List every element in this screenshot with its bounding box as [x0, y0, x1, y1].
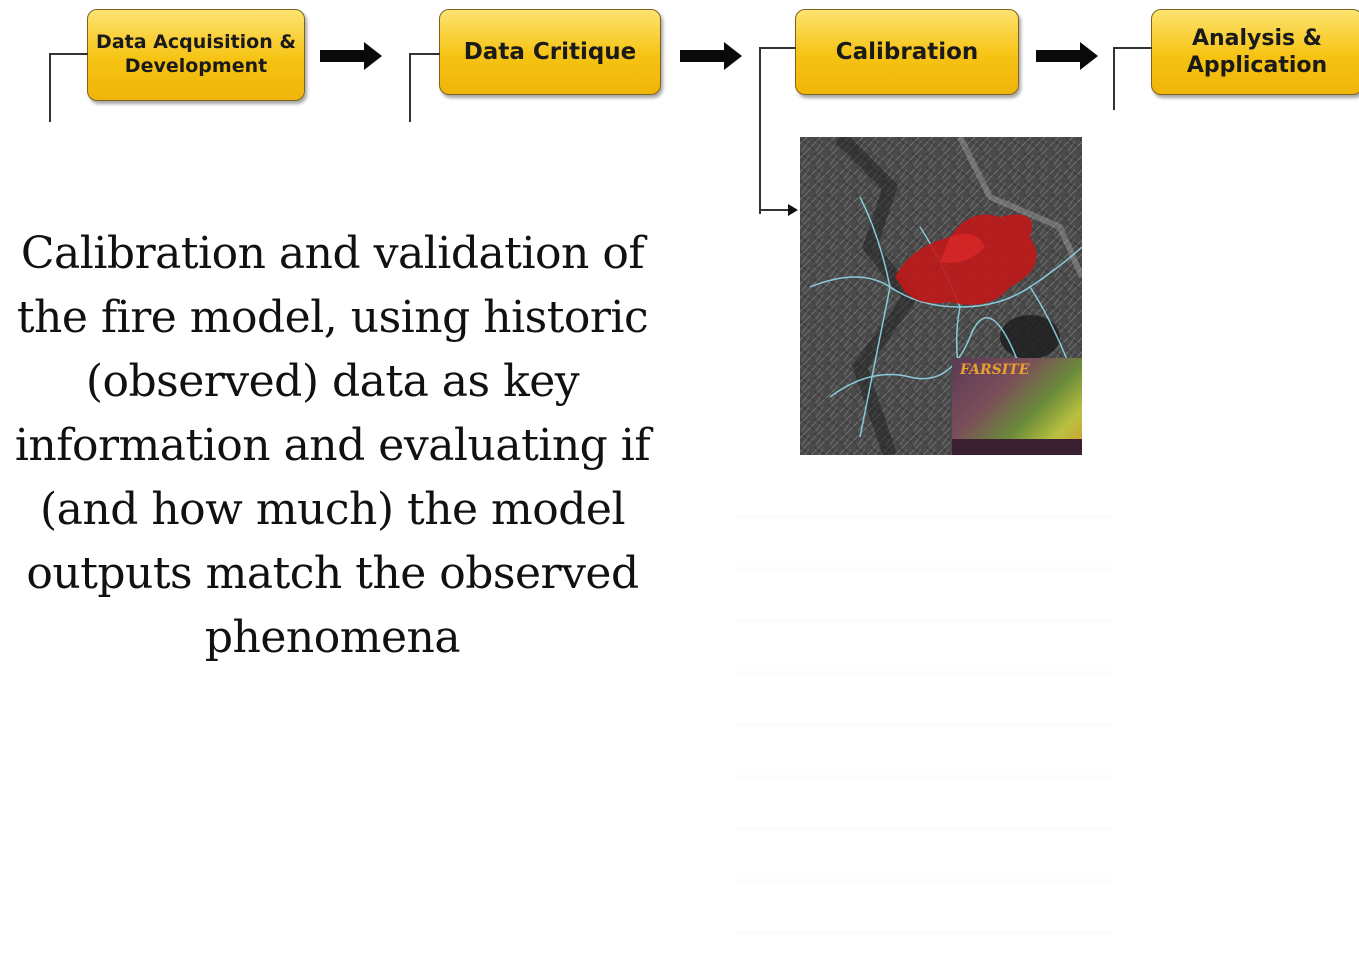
farsite-logo-text: FARSITE: [960, 362, 1030, 378]
flow-arrow-icon: [1036, 42, 1098, 70]
stage-label: Analysis & Application: [1186, 25, 1328, 79]
stage-analysis-application: Analysis & Application: [1151, 9, 1359, 95]
bracket-connector-1: [49, 53, 88, 122]
flow-arrow-icon: [680, 42, 742, 70]
description-text: Calibration and validation of the fire m…: [14, 228, 651, 663]
stage-data-critique: Data Critique: [439, 9, 661, 95]
stage-calibration: Calibration: [795, 9, 1019, 95]
inset-footer: [952, 439, 1082, 455]
bracket-connector-3: [759, 47, 798, 216]
stage-label: Data Acquisition & Development: [96, 31, 296, 77]
stage-label: Data Critique: [463, 38, 637, 65]
bracket-connector-4: [1113, 47, 1152, 110]
fire-map-image: FARSITE: [800, 137, 1082, 455]
background-fade: [735, 470, 1113, 950]
bracket-connector-2: [409, 53, 440, 122]
stage-label: Calibration: [835, 38, 979, 65]
farsite-logo-inset: FARSITE: [952, 358, 1082, 455]
stage-data-acquisition: Data Acquisition & Development: [87, 9, 305, 101]
terrain-map: [800, 137, 1082, 455]
flow-arrow-icon: [320, 42, 382, 70]
